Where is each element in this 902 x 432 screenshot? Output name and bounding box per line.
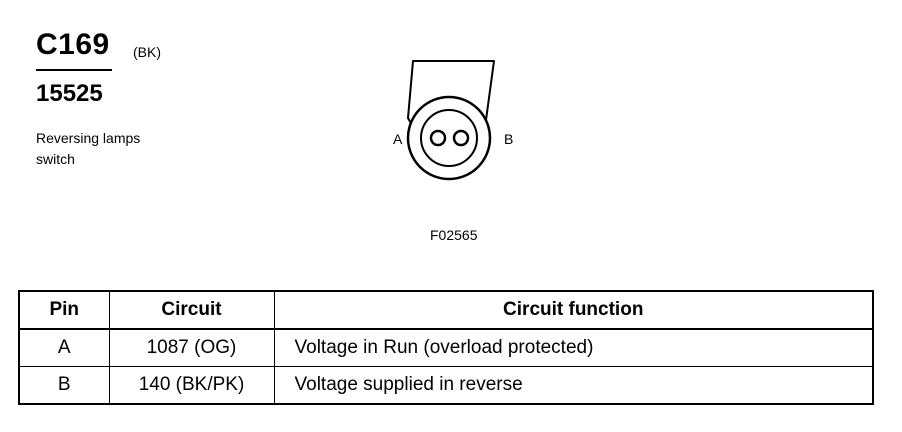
table-row: B 140 (BK/PK) Voltage supplied in revers… [18,366,874,405]
connector-id: C169 [36,28,110,61]
component-description: Reversing lamps switch [36,128,176,170]
table-row: A 1087 (OG) Voltage in Run (overload pro… [18,328,874,367]
figure-code: F02565 [430,227,478,243]
circuit-cell: 140 (BK/PK) [108,366,275,405]
pin-a-terminal [429,129,447,147]
pin-a-label: A [393,131,403,147]
function-cell: Voltage supplied in reverse [273,366,874,405]
pin-cell: A [18,328,110,367]
connector-face-inner [420,109,478,167]
function-cell: Voltage in Run (overload protected) [273,328,874,367]
header-pin: Pin [18,290,110,330]
description-line-2: switch [36,151,75,167]
connector-color-code: (BK) [133,44,161,60]
circuit-cell: 1087 (OG) [108,328,275,367]
header-circuit: Circuit [108,290,275,330]
title-underline [36,69,112,71]
part-number: 15525 [36,80,103,107]
header-circuit-function: Circuit function [273,290,874,330]
table-header-row: Pin Circuit Circuit function [18,290,874,330]
pin-cell: B [18,366,110,405]
pin-b-label: B [504,131,513,147]
pin-b-terminal [452,129,470,147]
description-line-1: Reversing lamps [36,130,141,146]
pin-table: Pin Circuit Circuit function A 1087 (OG)… [18,290,874,405]
connector-diagram: A B [393,60,513,181]
